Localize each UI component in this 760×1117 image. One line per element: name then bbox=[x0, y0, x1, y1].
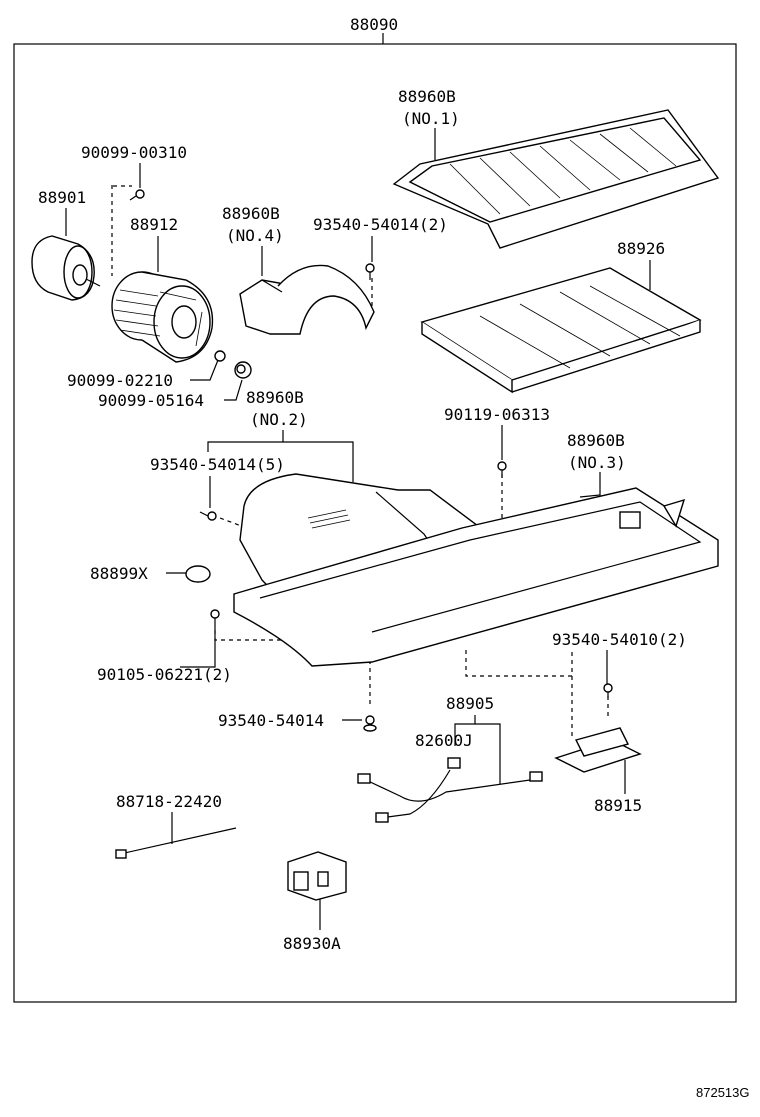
filter-icon[interactable] bbox=[420, 267, 702, 394]
screw-93540-single-icon[interactable] bbox=[363, 715, 377, 732]
assembly-frame bbox=[13, 43, 737, 1003]
figure-number: 872513G bbox=[696, 1085, 750, 1100]
label-screw-54010[interactable]: 93540-54010(2) bbox=[552, 630, 687, 649]
label-switch[interactable]: 88930A bbox=[283, 934, 341, 953]
label-case-no3-sub: (NO.3) bbox=[568, 453, 626, 472]
label-connector[interactable]: 82600J bbox=[415, 731, 473, 750]
motor-icon[interactable] bbox=[31, 235, 101, 301]
label-grommet[interactable]: 88899X bbox=[90, 564, 148, 583]
screw-93540-2a-icon[interactable] bbox=[365, 263, 375, 280]
label-motor[interactable]: 88901 bbox=[38, 188, 86, 207]
screw-93540-5-icon[interactable] bbox=[199, 511, 217, 521]
leader-lines bbox=[65, 128, 651, 930]
label-bolt-90105[interactable]: 90105-06221(2) bbox=[97, 665, 232, 684]
label-filter-cover-sub: (NO.1) bbox=[402, 109, 460, 128]
resistor-icon[interactable] bbox=[554, 727, 642, 773]
label-screw-93540-5[interactable]: 93540-54014(5) bbox=[150, 455, 285, 474]
label-nut-05164[interactable]: 90099-05164 bbox=[98, 391, 204, 410]
harness-icon[interactable] bbox=[357, 757, 543, 823]
label-resistor[interactable]: 88915 bbox=[594, 796, 642, 815]
filter-cover-no1-icon[interactable] bbox=[392, 109, 720, 249]
label-harness[interactable]: 88905 bbox=[446, 694, 494, 713]
grommet-icon[interactable] bbox=[185, 565, 211, 583]
case-no4-icon[interactable] bbox=[239, 264, 375, 335]
label-case-no3-part[interactable]: 88960B bbox=[567, 431, 625, 450]
label-screw-93540-single[interactable]: 93540-54014 bbox=[218, 711, 324, 730]
screw-top-icon[interactable] bbox=[129, 189, 145, 201]
label-case-no2-sub: (NO.2) bbox=[250, 410, 308, 429]
label-fan[interactable]: 88912 bbox=[130, 215, 178, 234]
label-screw-93540-2a[interactable]: 93540-54014(2) bbox=[313, 215, 448, 234]
screw-90119-icon[interactable] bbox=[497, 461, 507, 478]
case-no3-icon[interactable] bbox=[233, 487, 719, 667]
switch-icon[interactable] bbox=[287, 851, 347, 901]
nut-05164-icon[interactable] bbox=[234, 361, 252, 379]
label-filter-cover-part[interactable]: 88960B bbox=[398, 87, 456, 106]
label-filter[interactable]: 88926 bbox=[617, 239, 665, 258]
tie-icon[interactable] bbox=[115, 827, 237, 859]
bolt-90105-icon[interactable] bbox=[210, 609, 220, 628]
label-case-no2-part[interactable]: 88960B bbox=[246, 388, 304, 407]
nut-02210-icon[interactable] bbox=[214, 350, 226, 362]
fan-icon[interactable] bbox=[111, 271, 214, 363]
screw-54010-icon[interactable] bbox=[603, 683, 613, 698]
label-screw-90119[interactable]: 90119-06313 bbox=[444, 405, 550, 424]
label-assembly[interactable]: 88090 bbox=[350, 15, 398, 34]
label-nut-02210[interactable]: 90099-02210 bbox=[67, 371, 173, 390]
label-case-no4-sub: (NO.4) bbox=[226, 226, 284, 245]
label-case-no4-part[interactable]: 88960B bbox=[222, 204, 280, 223]
label-tie[interactable]: 88718-22420 bbox=[116, 792, 222, 811]
label-screw-top[interactable]: 90099-00310 bbox=[81, 143, 187, 162]
